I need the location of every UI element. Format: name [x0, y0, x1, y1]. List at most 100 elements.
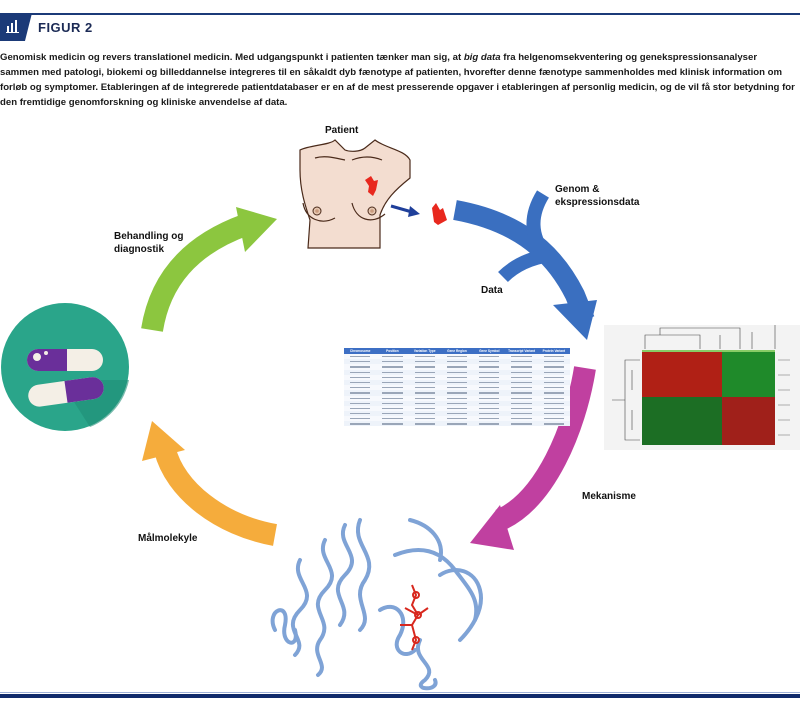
table-row	[344, 370, 570, 375]
table-row	[344, 390, 570, 395]
figure-caption: Genomisk medicin og revers translationel…	[0, 50, 798, 110]
table-row	[344, 354, 570, 360]
table-cell	[511, 366, 532, 368]
column-header: Position	[386, 349, 399, 353]
table-cell	[543, 392, 564, 394]
table-cell	[511, 376, 532, 378]
table-cell	[350, 381, 371, 384]
table-cell	[382, 407, 403, 410]
label-patient: Patient	[325, 125, 359, 136]
torso-shape	[299, 139, 411, 249]
table-cell	[382, 397, 403, 399]
table-cell	[446, 371, 468, 373]
table-row	[344, 395, 570, 401]
table-cell	[414, 413, 435, 415]
biopsy-arrow	[390, 204, 420, 217]
table-cell	[543, 356, 564, 358]
column-header: Gene Region	[447, 349, 467, 353]
treatment-arrow	[141, 207, 277, 332]
table-cell	[446, 366, 468, 368]
figure-title: FIGUR 2	[38, 20, 93, 35]
table-cell	[446, 397, 468, 399]
table-cell	[543, 407, 564, 410]
table-cell	[511, 407, 532, 410]
table-cell	[414, 361, 435, 363]
label-treatment-line2: diagnostik	[114, 244, 165, 255]
table-row	[344, 359, 570, 364]
table-cell	[446, 402, 468, 404]
table-cell	[511, 371, 532, 373]
table-cell	[511, 361, 532, 363]
table-cell	[479, 387, 500, 389]
table-cell	[414, 407, 435, 410]
table-cell	[543, 397, 564, 399]
data-arrow	[453, 190, 597, 340]
table-row	[344, 385, 570, 391]
table-cell	[543, 402, 564, 404]
table-cell	[382, 356, 403, 358]
table-cell	[479, 366, 500, 368]
label-genome-line2: ekspressionsdata	[555, 197, 640, 208]
table-cell	[446, 423, 468, 425]
table-cell	[446, 418, 468, 420]
table-cell	[414, 356, 435, 358]
table-cell	[446, 407, 468, 410]
label-treatment-line1: Behandling og	[114, 231, 184, 242]
table-cell	[414, 376, 435, 378]
table-cell	[446, 387, 468, 389]
protein-structure-image	[270, 518, 483, 691]
table-cell	[446, 392, 468, 394]
table-cell	[511, 413, 532, 415]
table-cell	[543, 366, 564, 368]
table-cell	[446, 381, 468, 384]
table-cell	[382, 418, 403, 420]
table-cell	[350, 423, 371, 425]
table-cell	[543, 387, 564, 389]
target-molecule-arrow	[142, 421, 278, 546]
table-cell	[479, 361, 500, 363]
table-cell	[543, 371, 564, 373]
table-cell	[479, 402, 500, 404]
table-cell	[543, 376, 564, 378]
label-mechanism: Mekanisme	[582, 491, 636, 502]
medicine-icon	[1, 303, 129, 431]
table-cell	[350, 376, 371, 378]
table-cell	[511, 418, 532, 420]
caption-text: Genomisk medicin og revers translationel…	[0, 52, 464, 63]
table-cell	[511, 392, 532, 394]
bottom-rule	[0, 694, 800, 698]
table-cell	[479, 371, 500, 373]
table-cell	[479, 381, 500, 384]
table-cell	[382, 387, 403, 389]
table-cell	[543, 423, 564, 425]
column-header: Protein Variant	[542, 349, 566, 353]
tumor-icon	[365, 176, 378, 196]
table-cell	[414, 371, 435, 373]
table-cell	[350, 361, 371, 363]
table-cell	[350, 392, 371, 394]
table-cell	[511, 397, 532, 399]
table-cell	[479, 397, 500, 399]
table-cell	[350, 402, 371, 404]
top-rule	[0, 13, 800, 15]
table-row	[344, 401, 570, 406]
table-row	[344, 364, 570, 370]
table-cell	[511, 387, 532, 389]
caption-italic: big data	[463, 52, 501, 63]
table-cell	[350, 366, 371, 368]
tumor-sample-icon	[432, 203, 447, 225]
column-header: Gene Symbol	[479, 349, 500, 353]
table-cell	[350, 407, 371, 410]
table-row	[344, 374, 570, 380]
table-cell	[511, 423, 532, 425]
label-data: Data	[481, 285, 503, 296]
mechanism-arrow	[470, 366, 596, 550]
table-cell	[543, 413, 564, 415]
table-cell	[350, 371, 371, 373]
table-cell	[350, 387, 371, 389]
table-cell	[414, 387, 435, 389]
variant-table-body	[344, 354, 570, 426]
caption-text-cont: fra helgenomsekventering og genekspressi…	[0, 52, 795, 108]
table-row	[344, 421, 570, 426]
table-cell	[350, 413, 371, 415]
